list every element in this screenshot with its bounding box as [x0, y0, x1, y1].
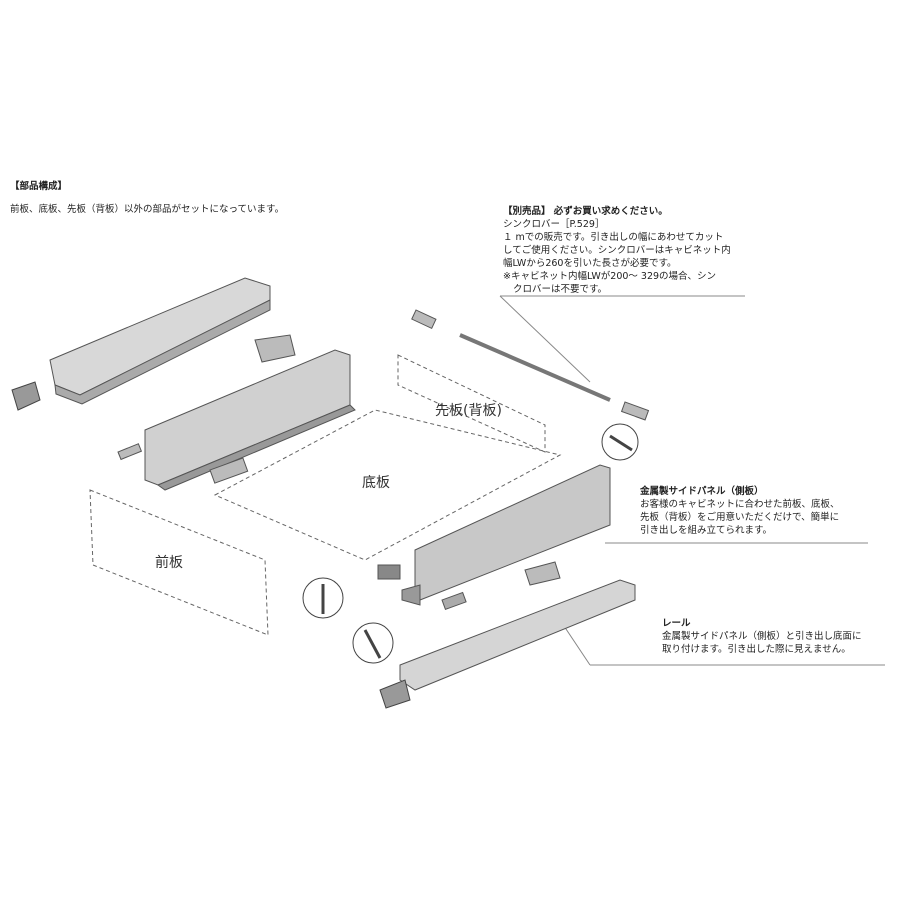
sync-bar: [459, 333, 611, 402]
note-line: お客様のキャビネットに合わせた前板、底板、: [640, 499, 840, 510]
screw-callout-3: [352, 622, 394, 664]
screw-callout-1: [601, 423, 639, 461]
top-rail-part: [11, 277, 296, 411]
panel-cap: [209, 457, 249, 484]
sync-bar-note-heading: 【別売品】 必ずお買い求めください。: [503, 206, 668, 217]
note-line: 金属製サイドパネル（側板）と引き出し底面に: [662, 631, 862, 642]
bottom-panel-outline: [213, 409, 562, 561]
bottom-panel-label: 底板: [362, 475, 390, 491]
bottom-rail-part: [379, 561, 636, 709]
sync-bar-note: 【別売品】 必ずお買い求めください。 シンクロバー［P.529］ １ mでの販売…: [503, 205, 731, 296]
screw-callout-2: [302, 577, 344, 619]
note-line: してご使用ください。シンクロバーはキャビネット内: [503, 245, 731, 256]
note-line: １ mでの販売です。引き出しの幅にあわせてカット: [503, 232, 724, 243]
parts-heading: 【部品構成】: [10, 181, 68, 192]
note-line: ※キャビネット内幅LWが200～ 329の場合、シン: [503, 271, 717, 282]
note-line: 幅LWから260を引いた長さが必要です。: [503, 258, 677, 269]
sync-bar-link[interactable]: シンクロバー［P.529］: [503, 219, 605, 230]
right-side-panel: [377, 464, 611, 611]
back-panel-outline: [397, 354, 546, 453]
side-panel-note: 金属製サイドパネル（側板） お客様のキャビネットに合わせた前板、底板、 先板（背…: [640, 485, 840, 537]
note-line: 引き出しを組み立てられます。: [640, 525, 773, 536]
note-line: クロバーは不要です。: [513, 284, 608, 295]
note-line: 取り付けます。引き出した際に見えません。: [662, 644, 851, 655]
parts-description: 前板、底板、先板（背板）以外の部品がセットになっています。: [10, 204, 285, 215]
left-side-panel: [117, 349, 356, 491]
front-panel-label: 前板: [155, 555, 183, 571]
rail-note: レール 金属製サイドパネル（側板）と引き出し底面に 取り付けます。引き出した際に…: [662, 617, 862, 656]
side-panel-heading: 金属製サイドパネル（側板）: [640, 486, 764, 497]
note-line: 先板（背板）をご用意いただくだけで、簡単に: [640, 512, 840, 523]
back-panel-label: 先板(背板): [435, 403, 502, 419]
rail-heading: レール: [662, 618, 691, 629]
front-panel-outline: [89, 489, 269, 636]
